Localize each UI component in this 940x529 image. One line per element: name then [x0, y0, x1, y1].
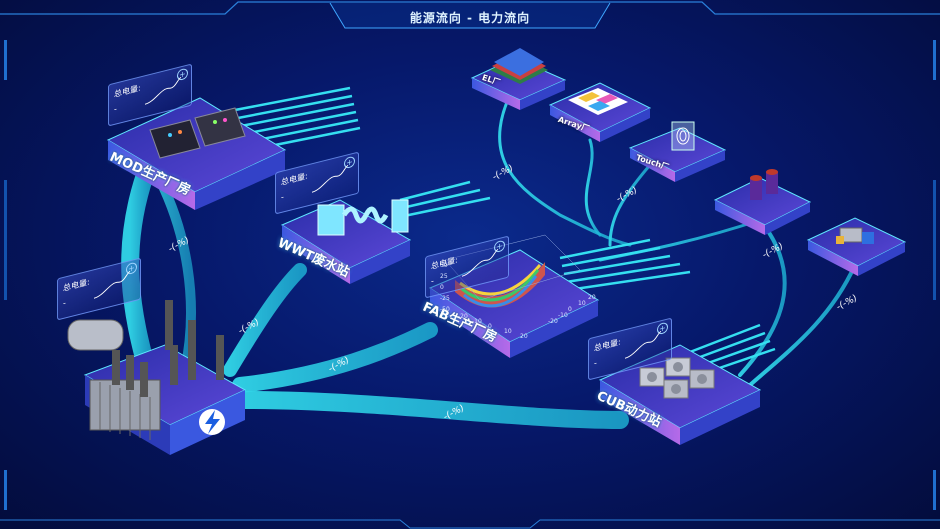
flow-to-fab [232, 322, 438, 393]
tank-icon [317, 199, 409, 236]
total-power-value: - [281, 192, 284, 202]
mod-energy-card[interactable]: 总电量: - + [108, 63, 192, 127]
transformer-icon [67, 300, 224, 440]
sparkline-icon [144, 76, 182, 105]
page-title: 能源流向 - 电力流向 [409, 11, 531, 25]
machine-icon [836, 227, 874, 244]
fab-axis-tick: -25 [440, 295, 450, 302]
panel-icon [568, 88, 628, 115]
machine-building[interactable] [806, 217, 907, 276]
fab-axis-tick: 25 [440, 273, 448, 280]
total-power-value: - [594, 358, 597, 368]
chiller-icon [639, 357, 715, 399]
cylinder-icon [750, 169, 778, 200]
flow-el [498, 93, 632, 247]
el-building[interactable] [470, 48, 567, 110]
fab-axis-tick: 50 [440, 262, 448, 269]
wwt-energy-card[interactable]: 总电量: - + [275, 151, 359, 215]
fab-axis-tick: -10 [472, 318, 482, 325]
total-power-value: - [63, 298, 66, 308]
total-power-label: 总电量: [594, 337, 621, 353]
fab-axis-tick: -20 [458, 313, 468, 320]
transformer-energy-card[interactable]: 总电量: - + [57, 257, 141, 321]
fab-axis-tick: 0 [440, 284, 444, 291]
total-power-value: - [431, 276, 434, 286]
wwt-platform[interactable] [280, 199, 412, 284]
flow-to-wwt [223, 263, 307, 377]
fab-axis-tick: 20 [588, 294, 596, 301]
flow-array [584, 138, 602, 237]
lightning-icon [199, 409, 225, 435]
fab-axis-tick: 10 [578, 300, 586, 307]
cylinder-building[interactable] [713, 169, 812, 235]
tablet-icon [149, 107, 246, 159]
fab-axis-tick: 10 [504, 328, 512, 335]
fab-energy-card[interactable]: 总电量: - + [425, 235, 509, 299]
fingerprint-icon [671, 121, 695, 151]
sparkline-icon [311, 164, 349, 193]
fab-axis-tick: -20 [548, 318, 558, 325]
fab-axis-tick: 20 [520, 333, 528, 340]
fab-axis-tick: -10 [558, 312, 568, 319]
fab-axis-tick: 0 [568, 306, 572, 313]
flow-to-cub [236, 391, 629, 429]
total-power-label: 总电量: [281, 171, 308, 187]
fab-axis-tick: -50 [440, 306, 450, 313]
sparkline-icon [93, 270, 131, 299]
touch-building[interactable] [628, 121, 727, 182]
mod-platform[interactable] [106, 97, 287, 210]
sparkline-icon [461, 248, 499, 277]
sparkline-icon [624, 330, 662, 359]
total-power-label: 总电量: [63, 277, 90, 293]
array-building[interactable] [548, 82, 652, 142]
flow-machine [748, 263, 857, 387]
transformer-platform[interactable] [67, 300, 247, 455]
total-power-value: - [114, 104, 117, 114]
cub-energy-card[interactable]: 总电量: - + [588, 317, 672, 381]
fab-axis-tick: 0 [488, 323, 492, 330]
flow-touch [608, 163, 652, 247]
total-power-label: 总电量: [114, 83, 141, 99]
